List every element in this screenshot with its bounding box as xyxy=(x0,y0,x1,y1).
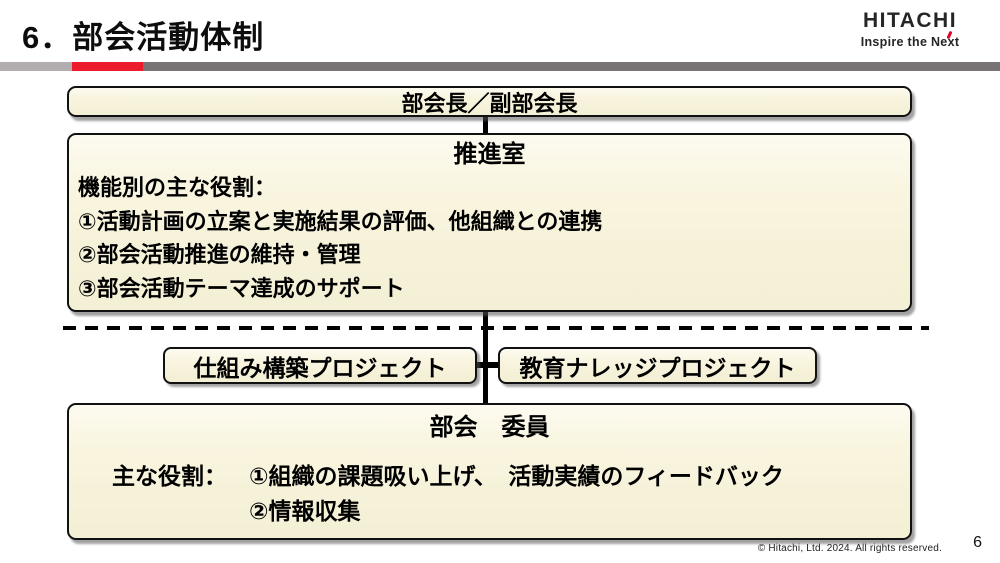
box-promotion-office: 推進室 機能別の主な役割： ①活動計画の立案と実施結果の評価、他組織との連携 ②… xyxy=(67,133,912,312)
members-roles-label: 主な役割： xyxy=(112,463,227,489)
promotion-role-item-1: ①活動計画の立案と実施結果の評価、他組織との連携 xyxy=(78,208,603,234)
box-members-body: 主な役割： ①組織の課題吸い上げ、 活動実績のフィードバック ②情報収集 xyxy=(112,459,910,529)
hitachi-tagline-text: Inspire the Next xyxy=(860,35,960,49)
box-project-education: 教育ナレッジプロジェクト xyxy=(498,347,817,384)
promotion-role-heading: 機能別の主な役割： xyxy=(78,175,277,200)
hitachi-tagline: Inspire the Next xyxy=(860,30,960,49)
rule-segment-red xyxy=(72,62,143,71)
box-promotion-title: 推進室 xyxy=(453,141,526,168)
members-role-item-2: ②情報収集 xyxy=(249,498,361,524)
page-title: 6．部会活動体制 xyxy=(22,20,265,55)
dashed-divider-line xyxy=(63,326,929,330)
box-members-title: 部会 委員 xyxy=(429,414,550,441)
promotion-role-item-2: ②部会活動推進の維持・管理 xyxy=(78,242,361,267)
connector-promotion-to-members xyxy=(483,310,488,405)
box-project-structure-label: 仕組み構築プロジェクト xyxy=(193,354,447,381)
box-members: 部会 委員 主な役割： ①組織の課題吸い上げ、 活動実績のフィードバック ②情報… xyxy=(67,403,912,540)
hitachi-logo-text: HITACHI xyxy=(862,9,958,32)
box-project-structure: 仕組み構築プロジェクト xyxy=(163,347,477,384)
rule-segment-light xyxy=(0,62,72,71)
box-project-education-label: 教育ナレッジプロジェクト xyxy=(519,354,796,381)
rule-segment-gray xyxy=(143,62,1000,71)
members-role-item-1: ①組織の課題吸い上げ、 活動実績のフィードバック xyxy=(249,463,784,489)
title-divider-rule xyxy=(0,62,1000,71)
box-chair-title: 部会長／副部会長 xyxy=(401,90,578,116)
promotion-role-item-3: ③部会活動テーマ達成のサポート xyxy=(78,275,405,301)
page-number: 6 xyxy=(973,534,982,551)
connector-chair-to-promotion xyxy=(483,115,488,135)
copyright-notice: © Hitachi, Ltd. 2024. All rights reserve… xyxy=(757,543,942,554)
hitachi-logo: HITACHI Inspire the Next xyxy=(842,9,978,51)
box-promotion-body: 機能別の主な役割： ①活動計画の立案と実施結果の評価、他組織との連携 ②部会活動… xyxy=(78,171,910,305)
connector-projects xyxy=(468,362,504,368)
members-roles-list: ①組織の課題吸い上げ、 活動実績のフィードバック ②情報収集 xyxy=(249,459,784,529)
box-chair: 部会長／副部会長 xyxy=(67,86,912,117)
